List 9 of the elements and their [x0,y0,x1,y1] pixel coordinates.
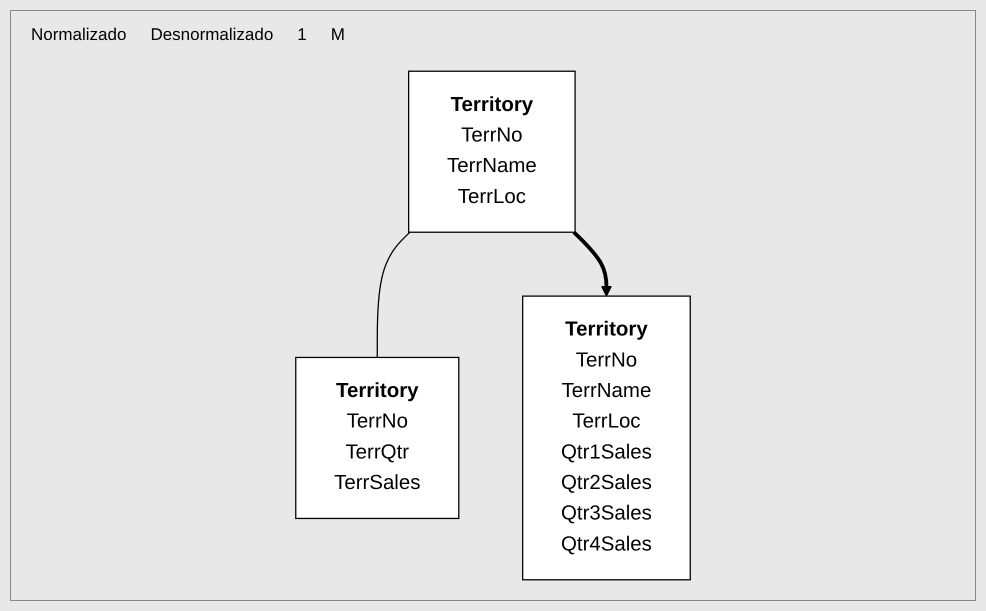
node-box: Territory TerrNo TerrName TerrLoc Qtr1Sales Qtr2Sales Qtr3Sales Qtr4Sales [522,295,691,580]
node-box: Territory TerrNo TerrQtr TerrSales [295,356,460,520]
label-text: M [330,25,345,45]
label-text: Desnormalizado [150,25,274,45]
arrow [572,230,612,297]
label-text: Normalizado [31,25,126,45]
node-box: Territory TerrNo TerrName TerrLoc [408,70,576,233]
connector [376,232,410,358]
label-text: 1 [297,25,307,45]
